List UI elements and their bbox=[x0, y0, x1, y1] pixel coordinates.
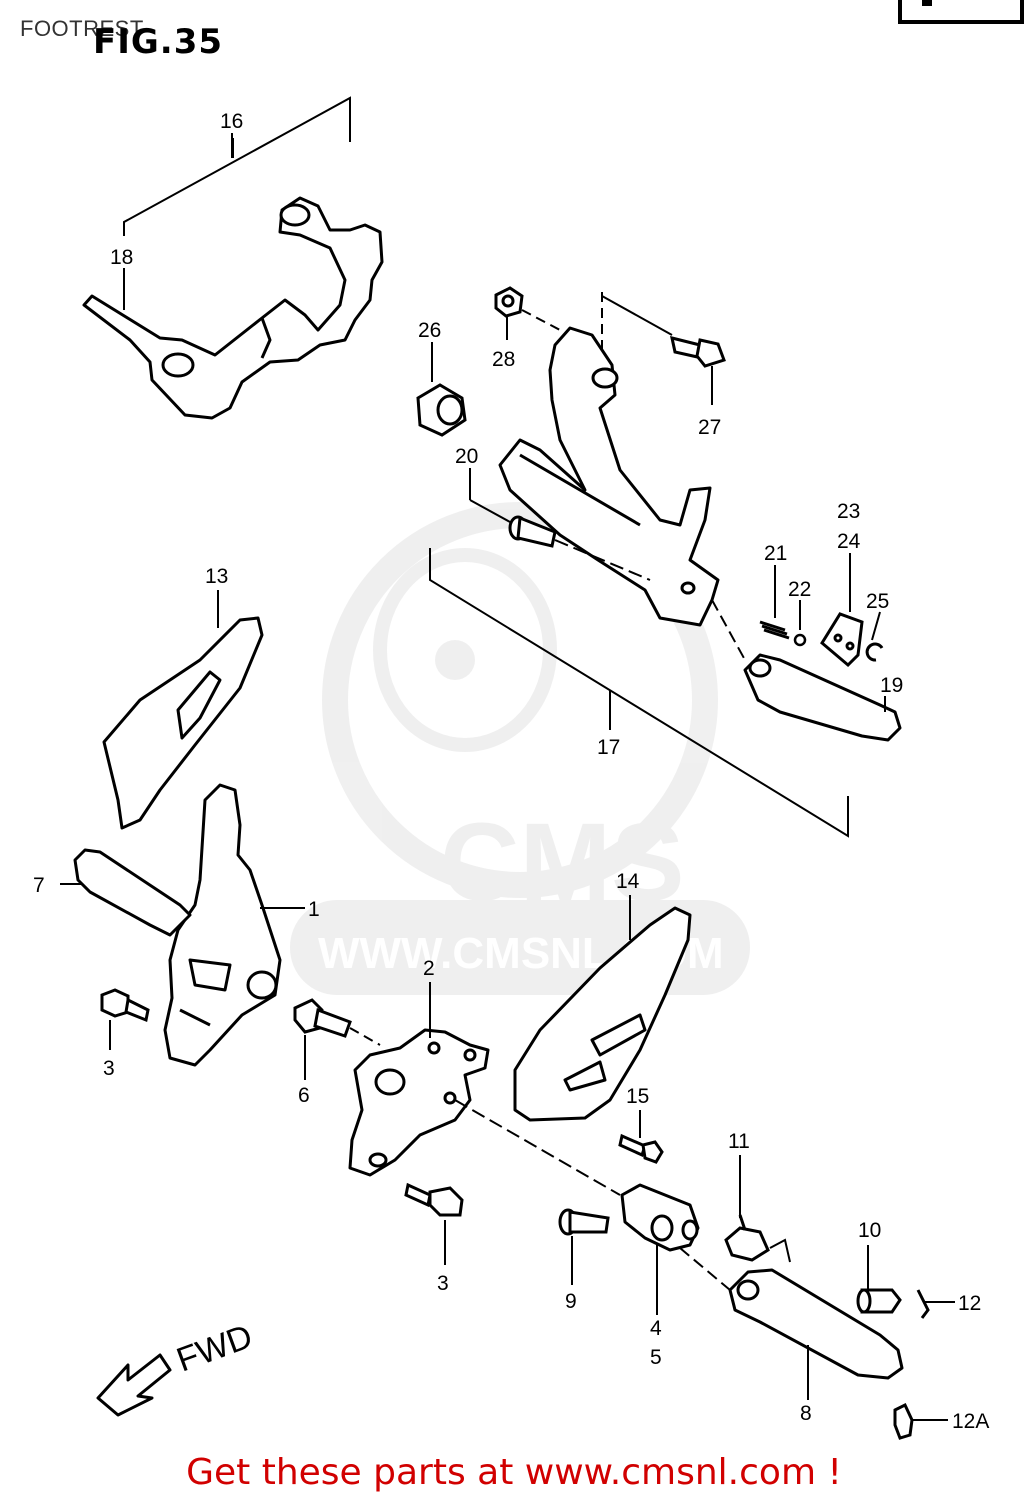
part-8-front-footpeg bbox=[728, 1268, 904, 1380]
part-14-heel-guard bbox=[513, 906, 692, 1122]
part-15-screw bbox=[618, 1133, 664, 1164]
figure-label: FIG.35 bbox=[93, 22, 224, 62]
callout-28: 28 bbox=[492, 348, 515, 371]
callout-18: 18 bbox=[110, 246, 133, 269]
part-26-spacer bbox=[416, 383, 467, 437]
callout-8: 8 bbox=[800, 1402, 812, 1425]
callout-7: 7 bbox=[33, 874, 45, 897]
callout-25-label: 25 bbox=[866, 590, 889, 613]
callout-14-label: 14 bbox=[616, 870, 640, 893]
callout-21: 21 bbox=[764, 542, 787, 565]
callout-22: 22 bbox=[788, 578, 811, 601]
callout-5: 5 bbox=[650, 1346, 662, 1369]
part-10-collar bbox=[856, 1288, 902, 1314]
leader-lines bbox=[60, 133, 955, 1421]
part-25-clip bbox=[865, 642, 884, 662]
fwd-label: FWD bbox=[172, 1317, 258, 1379]
callout-4: 4 bbox=[650, 1317, 662, 1340]
callout-15-label: 15 bbox=[626, 1085, 649, 1108]
callout-11-label: 11 bbox=[728, 1130, 750, 1153]
part-12a-nipple bbox=[893, 1402, 914, 1440]
callout-12a-label: 12A bbox=[952, 1410, 989, 1433]
part-13-heel-guard bbox=[102, 616, 264, 830]
callout-1: 1 bbox=[308, 898, 320, 921]
part-18-frame-bracket bbox=[82, 196, 384, 420]
callout-13: 13 bbox=[205, 565, 228, 588]
part-1-front-bracket bbox=[163, 783, 282, 1067]
page-corner-frame bbox=[898, 0, 1024, 24]
part-6-bolt bbox=[293, 998, 381, 1046]
part-3-bolt-upper bbox=[100, 988, 150, 1023]
callout-3-lower: 3 bbox=[437, 1272, 449, 1295]
part-9-pin bbox=[558, 1208, 610, 1236]
part-27-bolt bbox=[601, 292, 726, 368]
part-12-cotter-pin bbox=[916, 1289, 930, 1319]
part-4-5-pivot bbox=[620, 1183, 731, 1291]
callout-12-label: 12 bbox=[958, 1292, 981, 1315]
callout-23-label: 23 bbox=[837, 500, 860, 523]
callout-3-upper: 3 bbox=[103, 1057, 115, 1080]
page-title: FOOTREST bbox=[20, 16, 144, 41]
fwd-arrow bbox=[96, 1353, 172, 1417]
callout-6: 6 bbox=[298, 1084, 310, 1107]
callout-9: 9 bbox=[565, 1290, 577, 1313]
callout-10-label: 10 bbox=[858, 1219, 881, 1242]
callout-19: 19 bbox=[880, 674, 903, 697]
part-3-bolt-lower bbox=[404, 1182, 464, 1217]
part-2-bracket-plate bbox=[348, 1028, 621, 1196]
callout-27: 27 bbox=[698, 416, 721, 439]
part-7-footpeg-rubber bbox=[73, 848, 192, 937]
part-19-rear-footpeg bbox=[711, 599, 902, 742]
callout-2: 2 bbox=[423, 957, 435, 980]
part-20-pin bbox=[508, 515, 651, 581]
part-28-nut bbox=[494, 286, 561, 331]
callout-labels: 16 18 26 28 27 20 25 23 24 21 22 25 19 1… bbox=[33, 110, 989, 1433]
part-22-ball bbox=[793, 633, 807, 647]
part-21-spring bbox=[759, 620, 790, 640]
callout-26: 26 bbox=[418, 319, 441, 342]
part-23-24-plate bbox=[820, 612, 864, 668]
part-11-spring bbox=[724, 1214, 791, 1263]
group-bracket-17 bbox=[429, 548, 849, 838]
callout-17: 17 bbox=[597, 736, 620, 759]
parts-link[interactable]: Get these parts at www.cmsnl.com ! bbox=[186, 1452, 842, 1493]
callout-20: 20 bbox=[455, 445, 478, 468]
watermark-brand: CMS bbox=[440, 801, 684, 924]
callout-24-label: 24 bbox=[837, 530, 861, 553]
part-17-rear-bracket bbox=[498, 326, 720, 627]
callout-16: 16 bbox=[220, 110, 243, 133]
